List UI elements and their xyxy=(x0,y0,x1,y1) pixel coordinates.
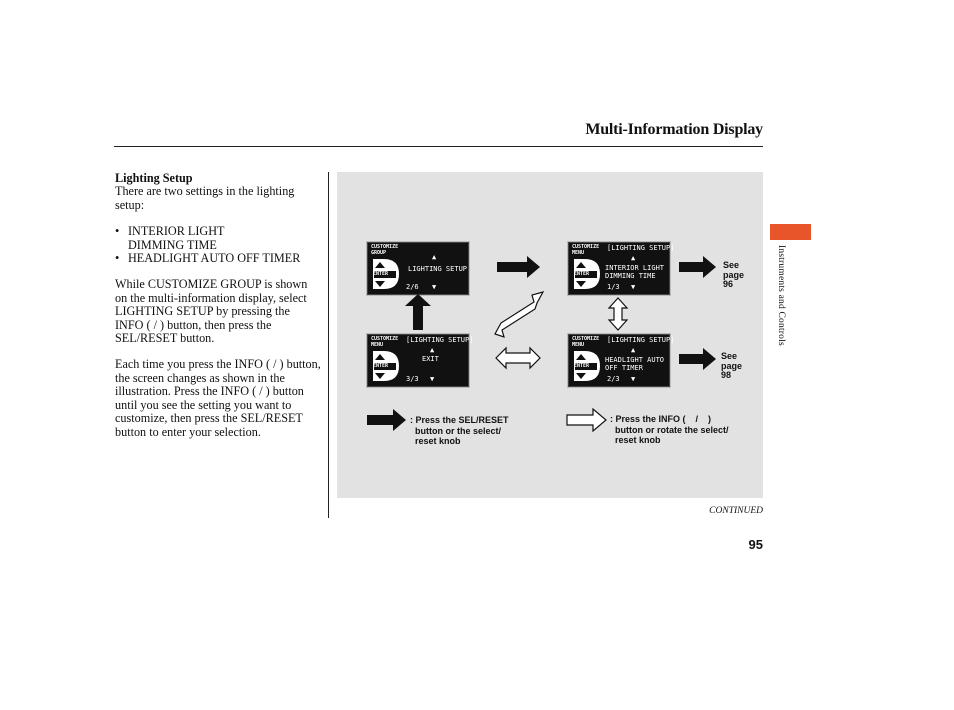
see-page-96: See page 96 xyxy=(723,260,745,289)
screen-menu-label: CUSTOMIZE MENU xyxy=(572,336,600,348)
solid-arrow-see96 xyxy=(679,256,716,278)
paragraph-select: While CUSTOMIZE GROUP is shown on the mu… xyxy=(115,277,308,346)
solid-arrow-see98 xyxy=(679,348,716,370)
flow-arrows xyxy=(367,256,716,433)
list-item: INTERIOR LIGHT DIMMING TIME xyxy=(115,225,236,252)
screen-group-text: LIGHTING SETUP xyxy=(408,265,468,273)
paragraph-cycle: Each time you press the INFO ( / ) butto… xyxy=(115,357,321,439)
screen-exit: CUSTOMIZE MENU [LIGHTING SETUP] ENTER ▲ … xyxy=(367,334,473,387)
solid-arrow-up xyxy=(405,294,431,330)
screen-header: [LIGHTING SETUP] xyxy=(406,336,474,344)
screen-up-arrow: ▲ xyxy=(430,346,435,354)
intro-text: There are two settings in the lighting s… xyxy=(115,184,295,212)
enter-label: ENTER xyxy=(373,271,389,277)
see-page-98: See page 98 xyxy=(721,351,743,380)
title-rule xyxy=(114,146,763,147)
screen-menu-label: CUSTOMIZE MENU xyxy=(572,244,600,256)
screen-header: [LIGHTING SETUP] xyxy=(607,336,675,344)
screen-header: [LIGHTING SETUP] xyxy=(607,244,675,252)
settings-list: INTERIOR LIGHT DIMMING TIME HEADLIGHT AU… xyxy=(115,225,321,265)
screen-headlight-text: HEADLIGHT AUTO OFF TIMER xyxy=(605,356,665,372)
legend-outline-text: : Press the INFO ( / ) button or rotate … xyxy=(610,414,729,445)
section-color-tab xyxy=(770,224,811,240)
d-badge-icon xyxy=(574,259,600,289)
screen-exit-page: 3/3 xyxy=(406,375,419,383)
screen-group-label: CUSTOMIZE GROUP xyxy=(371,244,399,256)
legend-solid-text: : Press the SEL/RESET button or the sele… xyxy=(410,415,509,446)
screen-group-page: 2/6 xyxy=(406,283,419,291)
d-badge-icon xyxy=(373,259,399,289)
screen-up-arrow: ▲ xyxy=(631,254,636,262)
screen-exit-text: EXIT xyxy=(422,355,439,363)
section-heading: Lighting Setup xyxy=(115,171,193,185)
column-divider xyxy=(328,172,329,518)
section-tab-label: Instruments and Controls xyxy=(776,245,786,346)
screen-interior-text: INTERIOR LIGHT DIMMING TIME xyxy=(605,264,665,280)
screen-interior-light: CUSTOMIZE MENU [LIGHTING SETUP] ENTER ▲ … xyxy=(568,242,674,295)
page-number: 95 xyxy=(748,537,763,552)
screen-down-arrow: ▼ xyxy=(631,375,636,383)
legend-outline-arrow xyxy=(566,407,607,433)
screen-headlight-page: 2/3 xyxy=(607,375,620,383)
outline-arrow-double-horizontal xyxy=(495,346,541,370)
screen-down-arrow: ▼ xyxy=(631,283,636,291)
screen-interior-page: 1/3 xyxy=(607,283,620,291)
page-title: Multi-Information Display xyxy=(585,121,763,138)
list-item: HEADLIGHT AUTO OFF TIMER xyxy=(115,251,321,265)
lighting-setup-diagram: CUSTOMIZE GROUP ENTER ▲ LIGHTING SETUP 2… xyxy=(337,172,763,498)
enter-label: ENTER xyxy=(574,363,590,369)
screen-up-arrow: ▲ xyxy=(432,253,437,261)
d-badge-icon xyxy=(574,351,600,381)
enter-label: ENTER xyxy=(574,271,590,277)
continued-label: CONTINUED xyxy=(709,506,763,516)
outline-arrow-diagonal xyxy=(494,291,545,338)
outline-arrow-double-vertical xyxy=(607,297,629,331)
enter-label: ENTER xyxy=(373,363,389,369)
legend-solid-arrow xyxy=(367,409,406,431)
left-column: Lighting Setup There are two settings in… xyxy=(115,171,321,439)
screen-headlight-timer: CUSTOMIZE MENU [LIGHTING SETUP] ENTER ▲ … xyxy=(568,334,674,387)
screen-down-arrow: ▼ xyxy=(430,375,435,383)
screen-menu-label: CUSTOMIZE MENU xyxy=(371,336,399,348)
screen-up-arrow: ▲ xyxy=(631,346,636,354)
solid-arrow-right xyxy=(497,256,540,278)
screen-customize-group: CUSTOMIZE GROUP ENTER ▲ LIGHTING SETUP 2… xyxy=(367,242,469,295)
screen-down-arrow: ▼ xyxy=(432,283,437,291)
d-badge-icon xyxy=(373,351,399,381)
